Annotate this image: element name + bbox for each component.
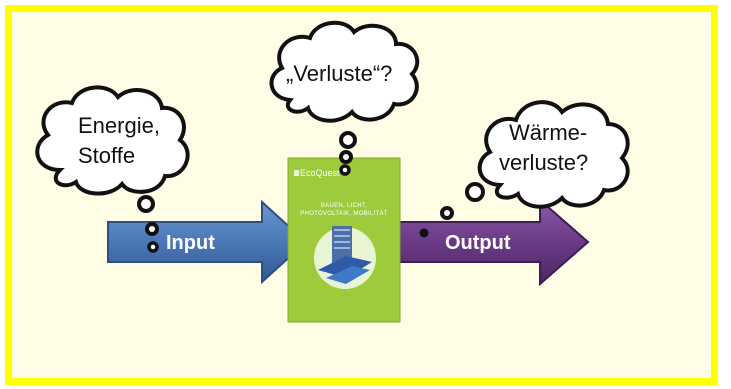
output-arrow: Output xyxy=(394,197,590,287)
input-label: Input xyxy=(166,232,215,254)
thought-cloud-middle: „Verluste“? xyxy=(269,20,420,176)
output-label: Output xyxy=(445,232,511,254)
ecoquest-booklet: EcoQuest BAUEN, LICHT, PHOTOVOLTAIK, MOB… xyxy=(287,157,401,323)
thought-cloud-input: Energie, Stoffe xyxy=(35,85,190,253)
output-cloud-line1: Wärme- xyxy=(509,120,587,145)
input-arrow: Input xyxy=(107,199,308,285)
building-solar-icon xyxy=(314,226,376,289)
input-cloud-line1: Energie, xyxy=(78,113,160,138)
booklet-subtitle-1: BAUEN, LICHT, xyxy=(321,203,367,209)
middle-cloud-text: „Verluste“? xyxy=(286,61,392,86)
booklet-logo: EcoQuest xyxy=(300,168,340,178)
leaf-icon xyxy=(294,170,299,176)
thought-cloud-output: Wärme- verluste? xyxy=(419,100,630,238)
input-cloud-line2: Stoffe xyxy=(78,143,135,168)
output-cloud-line2: verluste? xyxy=(499,150,588,175)
booklet-subtitle-2: PHOTOVOLTAIK, MOBILITÄT xyxy=(300,210,388,217)
